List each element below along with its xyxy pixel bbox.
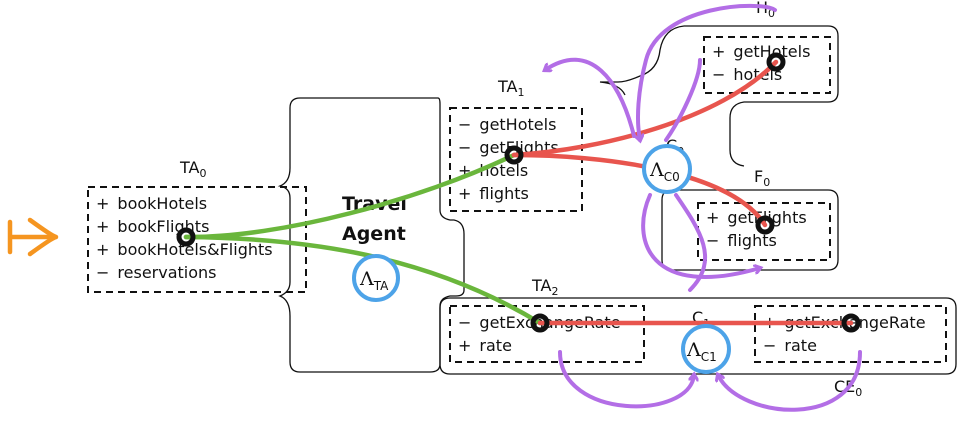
green-link-ta0-ta1 [183,152,517,240]
ta0-port-sign: + [96,240,109,259]
ta1-port-sign: − [458,138,471,157]
ta0-port-sign: + [96,194,109,213]
h0-port-0: + getHotels [712,42,810,61]
red-link-ta1-h0 [511,59,779,158]
purple-arrow-c0-to-ta1 [545,57,636,138]
ta2-port-1: + rate [458,336,512,355]
ce0-port-1: −rate [763,336,817,355]
f0-label: F0 [754,167,770,189]
initial-state-arrow [7,217,59,257]
purple-arrow-c0-down [674,193,708,292]
h0-port-sign: + [712,42,725,61]
ta0-port-name: bookFlights [117,217,209,236]
h0-box [703,36,831,94]
ta2-port-list: −getExchangeRate+rate [458,313,621,355]
ta1-label: TA1 [497,77,524,99]
ce0-port-name: getExchangeRate [784,313,925,332]
f0-port-name: flights [727,231,776,250]
travel-agent-boundary [277,97,465,373]
ta2-port-name: rate [479,336,512,355]
port-node-ta2 [530,313,550,333]
lambda-c1-circle [681,324,731,374]
h0-port-sign: − [712,65,725,84]
port-node-f0 [755,215,775,235]
ce0-label: CE0 [834,377,862,399]
ta0-box [87,186,307,293]
purple-arrow-h0-to-c0 [638,3,777,140]
f0-port-sign: − [706,231,719,250]
ta0-port-sign: − [96,263,109,282]
ta1-port-sign: − [458,115,471,134]
ta1-port-name: getHotels [479,115,556,134]
ce0-port-name: rate [784,336,817,355]
ta1-port-sign: + [458,184,471,203]
ce0-port-sign: − [763,336,776,355]
ta1-port-0: −getHotels [458,115,556,134]
ta2-label: TA2 [531,276,558,298]
port-node-h0 [766,52,786,72]
green-link-ta0-ta2 [183,234,543,326]
ta0-label: TA0 [179,158,206,180]
ta1-port-name: flights [479,184,528,203]
purple-arrow-ta2-to-c1 [558,350,694,409]
ce0-box [754,305,947,363]
lambda-c1-label: ΛC1 [686,339,717,364]
ta0-port-list: + bookHotels + bookFlights + bookHotels&Fligh… [96,194,273,282]
ce0-port-list: +getExchangeRate−rate [763,313,926,355]
port-node-ta1 [504,145,524,165]
purple-arrow-ce0-to-c1 [718,350,862,412]
port-node-ta0 [176,227,196,247]
ta1-port-list: −getHotels−getFlights+hotels+flights [458,115,559,203]
ta0-port-3: −reservations [96,263,217,282]
ta1-port-3: + flights [458,184,529,203]
ta0-port-2: + bookHotels&Flights [96,240,273,259]
f0-port-sign: + [706,208,719,227]
ta0-port-name: bookHotels [117,194,207,213]
lambda-ta-circle [352,254,400,302]
lambda-c0-label: ΛC0 [649,159,680,184]
ta2-port-sign: − [458,313,471,332]
h0-port-name: getHotels [733,42,810,61]
lambda-c0-circle [642,144,692,194]
port-node-ce0 [841,313,861,333]
bottom-boundary [439,297,957,375]
purple-arrow-c0-up [664,58,702,142]
purple-arrow-c0-to-f0 [641,193,760,280]
ta1-port-name: hotels [479,161,528,180]
lambda-ta-label: ΛTA [359,268,389,293]
ta0-port-0: + bookHotels [96,194,207,213]
ta2-port-sign: + [458,336,471,355]
ta0-port-sign: + [96,217,109,236]
ta0-port-name: reservations [117,263,216,282]
travel-agent-title-line2: Agent [342,223,406,245]
ta2-box [449,305,645,363]
ta0-port-name: bookHotels&Flights [117,240,272,259]
f0-port-1: −flights [706,231,777,250]
